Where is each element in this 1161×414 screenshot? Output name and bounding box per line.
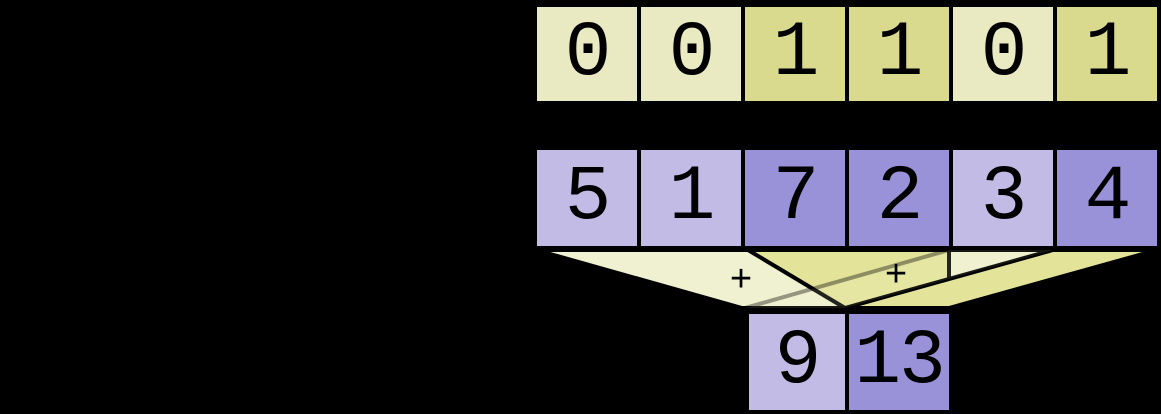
plus-operator-left: + xyxy=(730,260,753,303)
value-cell-1: 1 xyxy=(637,146,745,250)
result-cell-sum9: 9 xyxy=(745,310,849,414)
value-cell-0: 5 xyxy=(533,146,641,250)
mask-cell-5: 1 xyxy=(1053,3,1161,105)
value-cell-5: 4 xyxy=(1053,146,1161,250)
light-crossing-band xyxy=(744,248,1054,310)
plus-operator-right: + xyxy=(885,255,908,298)
mask-cell-1: 0 xyxy=(637,3,745,105)
value-cell-3: 2 xyxy=(845,146,953,250)
dark-crossing-band xyxy=(844,248,1158,310)
result-cell-sum13: 13 xyxy=(845,310,953,414)
mask-cell-3: 1 xyxy=(845,3,953,105)
value-cell-2: 7 xyxy=(741,146,849,250)
mask-cell-0: 0 xyxy=(533,3,641,105)
mask-cell-4: 0 xyxy=(949,3,1057,105)
